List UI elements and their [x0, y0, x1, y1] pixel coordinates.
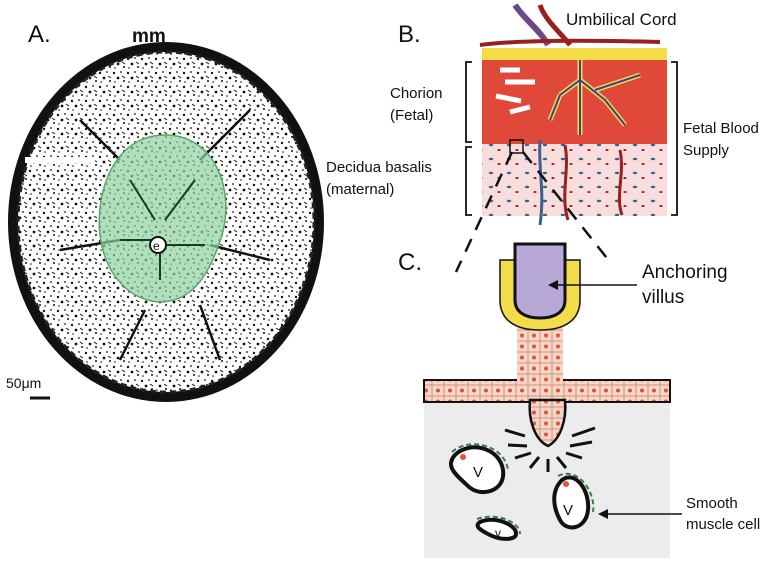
decidua-bracket: [465, 146, 472, 216]
panel-a: A. mm e 50μm: [6, 21, 324, 402]
decidua-layer: [482, 144, 667, 216]
invasion-rays: [504, 426, 596, 472]
panel-a-letter: A.: [28, 21, 51, 48]
vessel-3: v: [475, 515, 521, 541]
chorion-bracket: [465, 61, 472, 143]
chorion-label-line1: Chorion: [390, 85, 443, 102]
invading-cells: [528, 398, 567, 448]
vessel-2: V: [552, 472, 595, 530]
smooth-muscle-label-line2: muscle cell: [686, 516, 760, 533]
vessel-3-label: v: [495, 526, 501, 540]
decidua-label-line2: (maternal): [326, 181, 394, 198]
chorion-label-line2: (Fetal): [390, 107, 433, 124]
center-vessel: [149, 236, 167, 254]
vessel-1: V: [448, 443, 509, 495]
highlighted-region: [98, 134, 227, 303]
panel-b-letter: B.: [398, 21, 421, 48]
center-mark: e: [153, 239, 160, 253]
smooth-muscle-label-line1: Smooth: [686, 495, 738, 512]
panel-c-letter: C.: [398, 249, 422, 276]
decidua-label-line1: Decidua basalis: [326, 159, 432, 176]
anchoring-label-line2: villus: [642, 287, 684, 308]
fetal-blood-label-line2: Supply: [683, 142, 729, 159]
panel-b: B. Umbilical Cord Chorion (Fetal) Decidu…: [326, 3, 759, 273]
vessel-1-label: V: [473, 464, 483, 481]
fetal-blood-label-line1: Fetal Blood: [683, 120, 759, 137]
villus-core: [513, 242, 567, 320]
vessel-2-label: V: [563, 502, 573, 519]
fetal-blood-bracket: [671, 61, 678, 216]
scale-label: 50μm: [6, 375, 41, 391]
zoom-box: [509, 139, 524, 154]
maternal-vessel: [538, 139, 544, 226]
umbilical-cord-label: Umbilical Cord: [566, 10, 677, 29]
panel-c: C. V: [398, 242, 760, 558]
anchoring-label-line1: Anchoring: [642, 262, 728, 283]
chorion-layer: [482, 48, 667, 144]
panel-a-title: mm: [132, 26, 166, 47]
